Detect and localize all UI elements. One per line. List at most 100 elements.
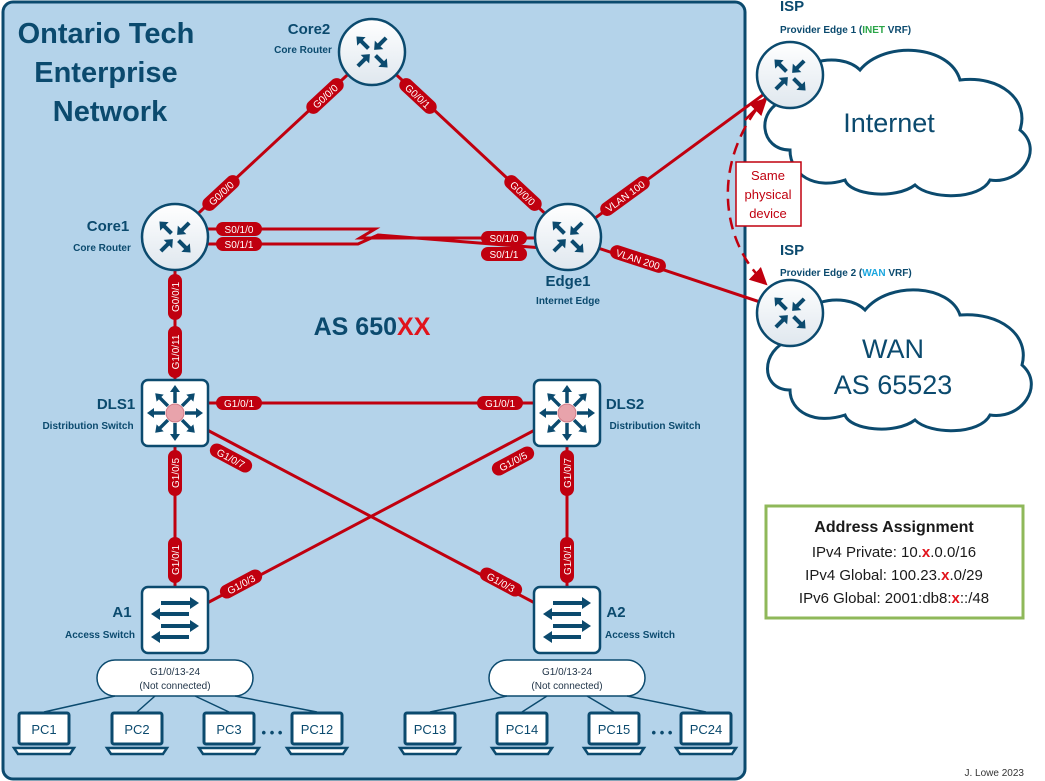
pc-label: PC2 <box>124 722 149 737</box>
pc-label: PC3 <box>216 722 241 737</box>
pc-icon: PC1 <box>12 711 76 756</box>
svg-text:G1/0/1: G1/0/1 <box>224 399 254 410</box>
pc-icon: PC2 <box>105 711 169 756</box>
edge1-role: Internet Edge <box>536 296 600 307</box>
address-assignment-box: Address Assignment IPv4 Private: 10.x.0.… <box>764 504 1025 620</box>
pc-icon: PC3 <box>197 711 261 756</box>
pc-icon: PC15 <box>582 711 646 756</box>
pc-link <box>586 695 615 713</box>
isp2-label: ISP <box>780 242 804 259</box>
a1-role: Access Switch <box>65 630 135 641</box>
svg-text:device: device <box>749 206 787 221</box>
svg-text:S0/1/1: S0/1/1 <box>225 240 254 251</box>
svg-text:G1/0/11: G1/0/11 <box>171 334 182 369</box>
port-label-dls2-g107: G1/0/7 <box>560 450 574 496</box>
address-ipv6-global: IPv6 Global: 2001:db8:x::/48 <box>799 590 989 607</box>
pc-icon: PC12 <box>285 711 349 756</box>
pc-icon: PC24 <box>674 711 738 756</box>
svg-text:G1/0/5: G1/0/5 <box>171 458 182 488</box>
pc-ellipsis-right: • • • <box>652 725 673 740</box>
pc-link <box>43 695 116 713</box>
pc-link <box>136 695 156 713</box>
svg-text:S0/1/0: S0/1/0 <box>490 234 519 245</box>
port-label-a1-g101: G1/0/1 <box>168 537 182 583</box>
dls1-name: DLS1 <box>97 396 135 413</box>
a2-role: Access Switch <box>605 630 675 641</box>
port-label-edge1-s010: S0/1/0 <box>481 231 527 245</box>
dls2-role: Distribution Switch <box>609 421 700 432</box>
port-label-dls2-g101: G1/0/1 <box>477 396 523 410</box>
pc-label: PC1 <box>31 722 56 737</box>
svg-text:G1/0/1: G1/0/1 <box>485 399 515 410</box>
svg-text:(Not connected): (Not connected) <box>139 681 210 692</box>
as-label: AS 650XX <box>314 313 431 341</box>
port-label-edge1-s011: S0/1/1 <box>481 247 527 261</box>
dls2-switch-icon <box>532 378 602 448</box>
same-device-note: Same physical device <box>735 161 802 227</box>
pc-label: PC12 <box>301 722 334 737</box>
svg-text:G1/0/1: G1/0/1 <box>563 545 574 575</box>
svg-text:Same: Same <box>751 168 785 183</box>
pc-link <box>626 695 707 713</box>
link-serial-2 <box>175 233 569 252</box>
internet-cloud: Internet <box>763 48 1032 198</box>
dls2-name: DLS2 <box>606 396 644 413</box>
svg-text:(Not connected): (Not connected) <box>531 681 602 692</box>
wan-cloud: WAN AS 65523 <box>766 288 1033 433</box>
svg-text:WAN: WAN <box>862 334 924 364</box>
pc-icon: PC13 <box>398 711 462 756</box>
port-label-core1-s011: S0/1/1 <box>216 237 262 251</box>
address-title: Address Assignment <box>814 519 974 536</box>
pc-link <box>194 695 230 713</box>
core2-name: Core2 <box>288 21 331 38</box>
svg-text:AS 65523: AS 65523 <box>834 370 953 400</box>
svg-text:G1/0/7: G1/0/7 <box>563 458 574 488</box>
pc-link <box>429 695 508 713</box>
core1-name: Core1 <box>87 218 130 235</box>
link-edge1-pe2 <box>567 236 791 314</box>
port-label-dls1-g1011: G1/0/11 <box>168 326 182 378</box>
network-title: Ontario Tech Enterprise Network <box>18 18 203 128</box>
svg-text:Internet: Internet <box>843 108 935 138</box>
port-label-dls1-g101: G1/0/1 <box>216 396 262 410</box>
core1-role: Core Router <box>73 243 131 254</box>
edge1-name: Edge1 <box>545 273 590 290</box>
core1-router-icon <box>140 202 210 272</box>
pc-icon: PC14 <box>490 711 554 756</box>
pe2-router-icon <box>755 278 825 348</box>
svg-text:G1/0/13-24: G1/0/13-24 <box>150 667 200 678</box>
core2-router-icon <box>337 17 407 87</box>
pe1-label: Provider Edge 1 (INET VRF) <box>780 25 911 36</box>
a1-name: A1 <box>112 604 131 621</box>
dls1-switch-icon <box>140 378 210 448</box>
svg-text:physical: physical <box>745 187 792 202</box>
port-label-a2-g101: G1/0/1 <box>560 537 574 583</box>
port-label-core1-s010: S0/1/0 <box>216 222 262 236</box>
pc-link <box>521 695 548 713</box>
svg-text:G1/0/13-24: G1/0/13-24 <box>542 667 592 678</box>
a2-name: A2 <box>606 604 625 621</box>
svg-text:G1/0/1: G1/0/1 <box>171 545 182 575</box>
pe1-router-icon <box>755 40 825 110</box>
address-ipv4-global: IPv4 Global: 100.23.x.0/29 <box>805 567 983 584</box>
pc-label: PC13 <box>414 722 447 737</box>
link-serial-1 <box>175 227 568 240</box>
isp1-label: ISP <box>780 0 804 15</box>
address-ipv4-private: IPv4 Private: 10.x.0.0/16 <box>812 544 976 561</box>
a2-port-group: G1/0/13-24 (Not connected) <box>488 659 646 697</box>
pc-ellipsis-left: • • • <box>262 725 283 740</box>
a1-port-group: G1/0/13-24 (Not connected) <box>96 659 254 697</box>
core2-role: Core Router <box>274 45 332 56</box>
port-label-dls1-g105: G1/0/5 <box>168 450 182 496</box>
svg-text:G0/0/1: G0/0/1 <box>171 282 182 312</box>
pc-link <box>234 695 318 713</box>
svg-text:S0/1/0: S0/1/0 <box>225 225 254 236</box>
pc-label: PC24 <box>690 722 723 737</box>
a2-switch-icon <box>532 585 602 655</box>
svg-text:S0/1/1: S0/1/1 <box>490 250 519 261</box>
pc-label: PC14 <box>506 722 539 737</box>
port-label-core1-g001: G0/0/1 <box>168 274 182 320</box>
enterprise-panel <box>1 0 747 781</box>
pe2-label: Provider Edge 2 (WAN VRF) <box>780 268 912 279</box>
